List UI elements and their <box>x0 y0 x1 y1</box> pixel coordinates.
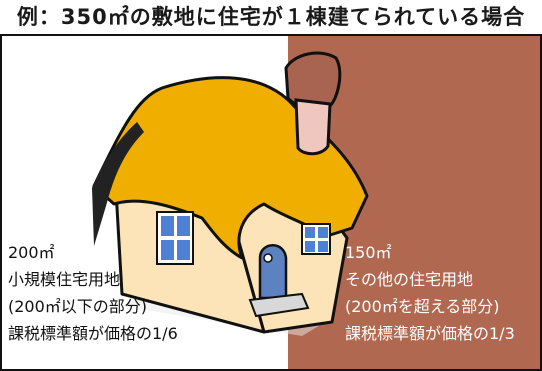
small-residential-label: 200㎡ 小規模住宅用地 (200㎡以下の部分) 課税標準額が価格の1/6 <box>8 239 178 347</box>
right-range: (200㎡を超える部分) <box>345 297 500 316</box>
front-window <box>301 223 331 255</box>
other-residential-label: 150㎡ その他の住宅用地 (200㎡を超える部分) 課税標準額が価格の1/3 <box>345 239 515 347</box>
door-step <box>248 292 310 318</box>
page-title: 例：350㎡の敷地に住宅が１棟建てられている場合 <box>16 5 526 29</box>
roof-eave <box>92 122 144 246</box>
front-door <box>258 244 288 300</box>
left-name: 小規模住宅用地 <box>8 270 121 289</box>
chimney-body <box>294 98 332 156</box>
house-illustration <box>92 51 369 336</box>
side-window <box>156 211 194 265</box>
right-name: その他の住宅用地 <box>345 270 474 289</box>
left-area: 200㎡ <box>8 243 55 262</box>
lot-diagram: 200㎡ 小規模住宅用地 (200㎡以下の部分) 課税標準額が価格の1/6 15… <box>0 34 542 371</box>
right-rate: 課税標準額が価格の1/3 <box>345 324 515 343</box>
left-rate: 課税標準額が価格の1/6 <box>8 324 178 343</box>
left-range: (200㎡以下の部分) <box>8 297 148 316</box>
right-area: 150㎡ <box>345 243 392 262</box>
chimney <box>284 51 342 110</box>
